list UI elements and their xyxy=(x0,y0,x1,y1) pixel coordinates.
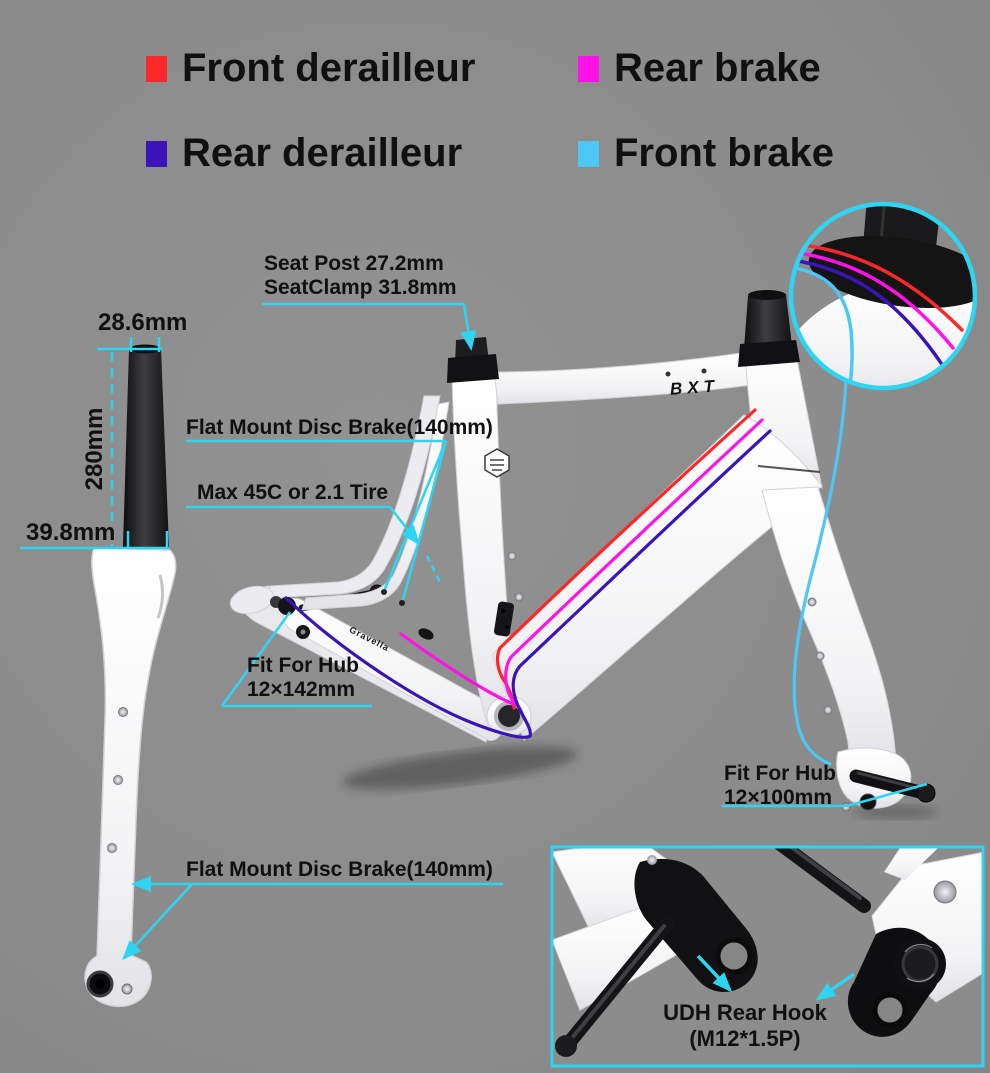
seat-clamp xyxy=(447,354,499,383)
front-hub-callout-line2: 12×100mm xyxy=(724,786,833,809)
crown-race-line xyxy=(757,465,821,473)
rear-hub-callout-line1: Fit For Hub xyxy=(247,654,359,677)
internal-cable-routing xyxy=(284,379,848,766)
udh-arrow-left xyxy=(696,954,733,993)
legend-label-rear-derailleur: Rear derailleur xyxy=(182,131,463,175)
udh-arrow-right xyxy=(815,972,855,1001)
fork-flat-mount-callout: Flat Mount Disc Brake(140mm) xyxy=(186,858,493,881)
down-tube xyxy=(491,414,823,741)
inset-border xyxy=(550,845,985,1068)
seat-post-callout-line2: SeatClamp 31.8mm xyxy=(264,276,457,299)
fork-bolt xyxy=(118,707,128,717)
legend-swatch-front-derailleur xyxy=(146,56,167,82)
rear-hub-callout: Fit For Hub 12×142mm xyxy=(247,654,359,702)
fork-dimension-lines xyxy=(20,337,169,550)
legend-label-front-brake: Front brake xyxy=(614,131,835,175)
udh-callout-line1: UDH Rear Hook xyxy=(663,1000,827,1025)
front-brake-cable xyxy=(792,379,848,766)
legend-swatch-rear-brake xyxy=(578,56,599,82)
cable-guide xyxy=(418,628,434,640)
steerer-length-label: 280mm xyxy=(81,407,108,491)
installed-fork xyxy=(757,465,936,812)
tire-clearance-callout: Max 45C or 2.1 Tire xyxy=(197,481,389,504)
fork-steerer-tube xyxy=(123,349,169,547)
zoom-circle-border xyxy=(788,201,978,391)
front-thru-axle xyxy=(849,769,935,801)
zoom-seat-clamp xyxy=(808,235,975,309)
frame-brand-logo: BXT xyxy=(669,376,720,399)
legend-swatch-front-brake xyxy=(578,141,599,167)
fork-dropout-bolt xyxy=(121,983,133,995)
far-seat-stay xyxy=(267,395,441,599)
rear-derailleur-cable xyxy=(284,429,772,739)
fork-leg xyxy=(84,547,177,1008)
steerer-diameter-label: 28.6mm xyxy=(98,309,188,336)
seat-post-callout: Seat Post 27.2mm SeatClamp 31.8mm xyxy=(264,252,457,300)
bottle-boss xyxy=(514,592,524,602)
crown-width-label: 39.8mm xyxy=(26,519,116,546)
rear-brake-cable-chainstay xyxy=(399,632,518,707)
legend-swatch-rear-derailleur xyxy=(146,141,167,167)
callout-leader-lines xyxy=(121,302,928,961)
frame-front-triangle xyxy=(418,290,823,741)
front-hub-callout-line1: Fit For Hub xyxy=(724,762,836,785)
headset-spacer xyxy=(738,340,800,367)
front-hub-callout: Fit For Hub 12×100mm xyxy=(724,762,836,810)
udh-detail-inset xyxy=(550,845,985,1068)
fork-side-view xyxy=(84,344,177,1008)
flat-mount-bolt xyxy=(399,600,405,606)
flat-mount-bolt xyxy=(381,589,387,595)
fork-bolt xyxy=(113,775,123,785)
seat-clamp-zoom-inset xyxy=(788,201,978,391)
rear-hub-callout-line2: 12×142mm xyxy=(247,678,356,701)
legend-label-rear-brake: Rear brake xyxy=(614,46,821,90)
seat-post-callout-line1: Seat Post 27.2mm xyxy=(264,252,444,275)
front-derailleur-mount xyxy=(494,601,514,637)
udh-callout: UDH Rear Hook (M12*1.5P) xyxy=(640,1000,850,1052)
udh-callout-line2: (M12*1.5P) xyxy=(689,1026,801,1051)
steerer-stub xyxy=(744,294,792,349)
legend-label-front-derailleur: Front derailleur xyxy=(182,46,476,90)
bottle-boss xyxy=(507,551,517,561)
rear-flat-mount-callout: Flat Mount Disc Brake(140mm) xyxy=(186,416,493,439)
rear-brake-cable xyxy=(504,418,764,707)
fork-blade xyxy=(761,486,897,769)
fork-bolt xyxy=(107,843,117,853)
size-badge xyxy=(484,448,510,478)
